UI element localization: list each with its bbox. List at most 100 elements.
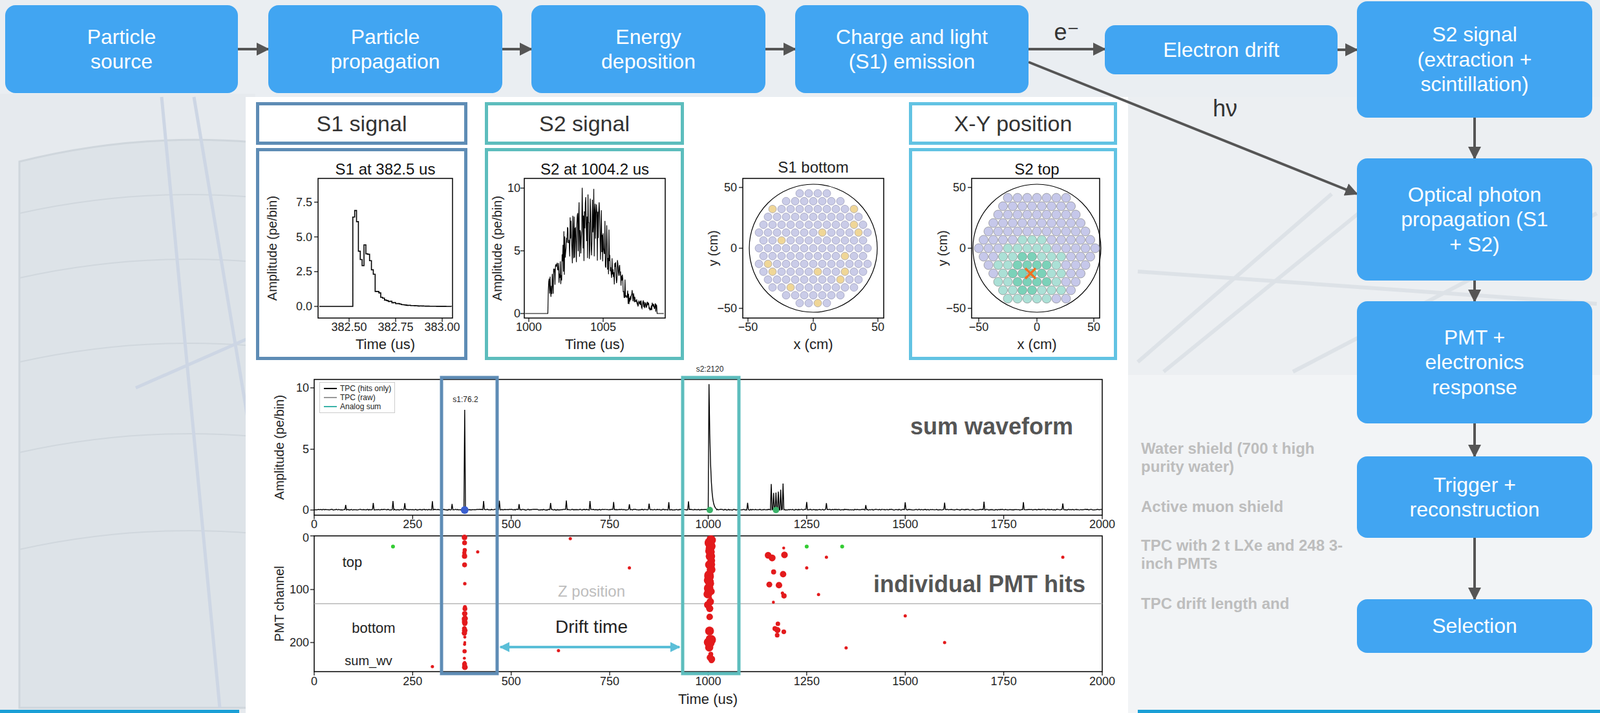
pmt-circle bbox=[841, 204, 849, 213]
tick-label: 1250 bbox=[793, 674, 820, 689]
faded-photo-left bbox=[0, 93, 256, 713]
pmt-circle bbox=[804, 267, 813, 276]
pmt-circle bbox=[1080, 260, 1090, 270]
pmt-circle bbox=[1013, 294, 1023, 304]
pmt-circle bbox=[1051, 294, 1061, 304]
pmt-circle bbox=[1066, 285, 1076, 295]
peak-marker bbox=[706, 506, 714, 514]
tick-label: −50 bbox=[969, 320, 990, 335]
bottom-bar bbox=[1137, 709, 1600, 713]
tick-label: 750 bbox=[599, 517, 620, 532]
pmt-circle bbox=[836, 244, 845, 253]
pmt-hit-dot bbox=[764, 552, 772, 559]
process-box: Electron drift bbox=[1104, 25, 1338, 75]
process-box: Energy deposition bbox=[531, 5, 766, 94]
pmt-array-bottom bbox=[755, 189, 872, 308]
pmt-circle bbox=[1076, 252, 1086, 262]
pmt-circle bbox=[1051, 226, 1061, 236]
pmt-circle bbox=[800, 197, 809, 205]
box-label: X-Y position bbox=[954, 110, 1073, 138]
pmt-circle bbox=[1076, 235, 1086, 245]
pmt-circle bbox=[832, 252, 840, 260]
pmt-circle bbox=[863, 244, 872, 253]
tick-label: −50 bbox=[716, 301, 737, 316]
tick-label: 382.75 bbox=[377, 320, 414, 335]
pmt-circle bbox=[804, 252, 813, 260]
pmt-circle bbox=[841, 236, 849, 245]
pmt-hit-dot bbox=[706, 597, 714, 606]
peak-marker bbox=[460, 506, 469, 514]
pmt-circle bbox=[827, 244, 836, 253]
pmt-circle bbox=[1003, 277, 1013, 287]
pmt-circle bbox=[1080, 243, 1090, 253]
pmt-circle bbox=[1037, 285, 1047, 295]
pmt-hit-dot bbox=[462, 581, 467, 586]
pmt-circle bbox=[791, 275, 800, 284]
pmt-circle bbox=[813, 189, 822, 198]
tick-label: 1000 bbox=[694, 517, 721, 532]
pmt-circle bbox=[782, 259, 790, 268]
legend-row: Analog sum bbox=[323, 402, 392, 412]
pmt-circle bbox=[1008, 201, 1018, 211]
pmt-hit-dot bbox=[706, 600, 712, 606]
pmt-circle bbox=[1022, 294, 1032, 304]
pmt-circle bbox=[777, 252, 786, 260]
plot-legend: TPC (hits only)TPC (raw)Analog sum bbox=[319, 382, 395, 414]
pmt-circle bbox=[809, 244, 818, 253]
plot-title: S1 at 382.5 us bbox=[335, 160, 436, 180]
pmt-circle bbox=[1022, 210, 1032, 220]
pmt-circle bbox=[854, 275, 863, 284]
pmt-circle bbox=[998, 285, 1008, 295]
pmt-circle bbox=[1018, 218, 1028, 228]
pmt-circle bbox=[759, 267, 768, 276]
flow-arrow bbox=[1337, 48, 1357, 52]
pmt-circle bbox=[1042, 226, 1052, 236]
box-label: Particle propagation bbox=[304, 24, 467, 75]
pmt-circle bbox=[764, 213, 772, 222]
pmt-circle bbox=[993, 260, 1003, 270]
pmt-circle bbox=[1061, 193, 1071, 203]
plot-annotation: Drift time bbox=[555, 616, 628, 638]
pmt-circle bbox=[1032, 226, 1042, 236]
pmt-circle bbox=[1071, 243, 1081, 253]
legend-row: TPC (hits only) bbox=[323, 384, 392, 394]
pmt-circle bbox=[1027, 235, 1037, 245]
pmt-hit-dot bbox=[840, 544, 845, 549]
tick-mark bbox=[738, 307, 743, 309]
pmt-circle bbox=[1066, 252, 1076, 262]
pmt-circle bbox=[759, 221, 768, 229]
flow-arrow bbox=[237, 47, 269, 51]
tick-label: 1500 bbox=[892, 674, 918, 689]
pmt-circle bbox=[1061, 260, 1071, 270]
pmt-circle bbox=[773, 259, 781, 268]
panel-header: X-Y position bbox=[908, 102, 1118, 145]
pmt-circle bbox=[791, 291, 800, 300]
pmt-hits bbox=[391, 534, 1065, 671]
pmt-circle bbox=[850, 221, 858, 229]
box-label: S1 signal bbox=[316, 110, 408, 138]
pmt-hit-dot bbox=[462, 627, 469, 634]
pmt-circle bbox=[832, 267, 840, 276]
pmt-hit-dot bbox=[781, 629, 787, 635]
pmt-circle bbox=[1008, 218, 1018, 228]
tick-mark bbox=[310, 448, 315, 450]
pmt-circle bbox=[777, 267, 786, 276]
pmt-circle bbox=[827, 213, 836, 222]
tick-label: 1500 bbox=[892, 517, 918, 532]
pmt-hit-dot bbox=[462, 616, 468, 621]
pmt-hit-dot bbox=[707, 563, 712, 568]
pmt-circle bbox=[755, 244, 763, 253]
pmt-circle bbox=[998, 252, 1008, 262]
pmt-hit-dot bbox=[475, 550, 480, 554]
tick-label: 50 bbox=[724, 181, 737, 195]
pmt-circle bbox=[1042, 277, 1052, 287]
process-box: PMT + electronics response bbox=[1356, 301, 1593, 424]
pmt-circle bbox=[800, 213, 809, 222]
axes-frame bbox=[742, 178, 884, 319]
pmt-hit-dot bbox=[462, 540, 467, 545]
pmt-circle bbox=[845, 244, 854, 253]
pmt-hit-dot bbox=[804, 544, 809, 549]
pmt-circle bbox=[804, 204, 813, 213]
legend-text: TPC (raw) bbox=[340, 393, 376, 403]
